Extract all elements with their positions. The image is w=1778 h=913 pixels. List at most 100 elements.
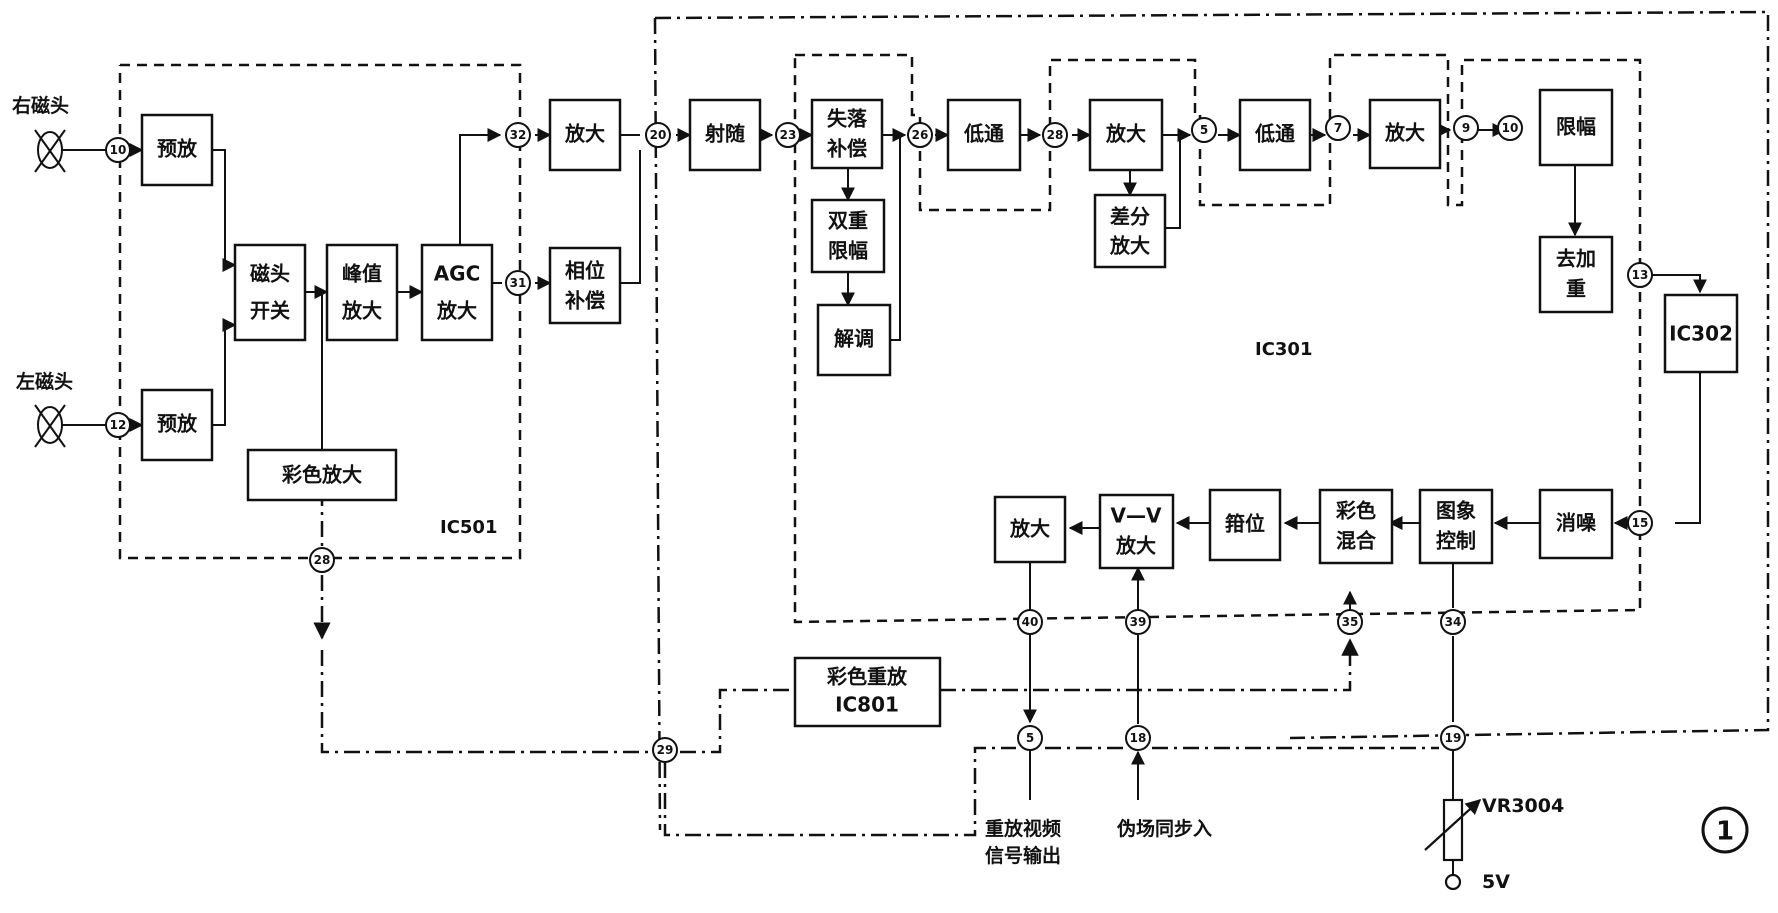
svg-text:13: 13 [1632,268,1649,282]
svg-text:放大: 放大 [1109,234,1150,258]
figure-number-badge: 1 [1701,806,1749,854]
svg-text:29: 29 [657,743,674,757]
svg-text:10: 10 [1502,121,1519,135]
svg-text:重: 重 [1566,277,1586,301]
svg-text:15: 15 [1632,516,1649,530]
svg-text:AGC: AGC [434,262,481,286]
ic302-block: IC302 [1663,293,1739,374]
svg-text:彩色重放: 彩色重放 [826,665,908,689]
svg-text:IC302: IC302 [1669,322,1733,346]
svg-text:35: 35 [1342,615,1359,629]
agc-amp-block: AGC 放大 [420,243,494,342]
noise-cancel-block: 消噪 [1538,488,1614,560]
left-head-icon [34,404,66,448]
svg-text:39: 39 [1130,615,1147,629]
variable-resistor-icon [1424,798,1482,862]
svg-text:34: 34 [1445,615,1462,629]
svg-text:双重: 双重 [828,209,868,233]
amp-top-block: 放大 [548,98,622,172]
pin-18: 18 [1125,725,1151,751]
svg-text:放大: 放大 [341,299,382,323]
pin-34: 34 [1440,609,1466,635]
ic501-label: IC501 [440,517,497,538]
svg-text:失落: 失落 [827,107,868,131]
svg-text:放大: 放大 [564,122,605,146]
svg-text:预放: 预放 [157,137,198,161]
svg-text:解调: 解调 [834,327,874,351]
color-playback-block: 彩色重放 IC801 [793,656,942,728]
svg-text:V—V: V—V [1111,504,1162,528]
deemphasis-block: 去加 重 [1538,235,1614,314]
svg-text:18: 18 [1130,731,1147,745]
svg-text:28: 28 [1047,128,1064,142]
amp-out-block: 放大 [993,495,1067,564]
left-head-label: 左磁头 [16,370,73,393]
clamp-block: 箝位 [1208,488,1282,562]
ic301-label: IC301 [1255,339,1312,360]
svg-text:预放: 预放 [157,412,198,436]
diff-amp-block: 差分 放大 [1093,193,1167,269]
svg-text:相位: 相位 [565,259,605,283]
color-path-4 [680,688,795,754]
pin-29: 29 [652,737,678,763]
pin-28-ic501: 28 [309,547,335,573]
svg-text:峰值: 峰值 [342,262,382,286]
pin-32: 32 [505,122,531,148]
svg-text:控制: 控制 [1436,529,1476,553]
svg-text:箝位: 箝位 [1225,512,1265,536]
right-head-icon [34,129,66,173]
lowpass1-block: 低通 [946,98,1022,172]
svg-text:放大: 放大 [1105,122,1146,146]
svg-text:放大: 放大 [1115,534,1156,558]
pseudo-sync-label: 伪场同步入 [1116,817,1212,840]
svg-text:28: 28 [314,553,331,567]
vr-label: VR3004 [1482,795,1564,817]
ic501-boundary [118,63,522,560]
preamp-right-block: 预放 [140,113,214,187]
svg-text:26: 26 [912,128,929,142]
svg-text:7: 7 [1334,121,1342,135]
pin-5-top: 5 [1191,117,1217,143]
svg-text:5: 5 [1026,731,1034,745]
pin-39: 39 [1125,609,1151,635]
amp-right-block: 放大 [1368,98,1442,170]
svg-text:12: 12 [110,418,127,432]
svg-text:补偿: 补偿 [826,137,867,161]
svg-text:射随: 射随 [704,122,745,146]
phase-comp-block: 相位 补偿 [548,246,622,325]
pin-35: 35 [1337,609,1363,635]
supply-terminal-icon [1444,873,1462,891]
signal-wires [62,123,1707,875]
color-path-6 [663,746,1016,837]
svg-text:磁头: 磁头 [250,262,290,286]
svg-text:差分: 差分 [1110,205,1150,229]
pin-13: 13 [1627,262,1653,288]
svg-text:1: 1 [1716,817,1734,847]
video-out-label-line1: 重放视频 [985,817,1061,840]
dropout-comp-block: 失落 补偿 [810,98,884,170]
svg-text:9: 9 [1462,121,1470,135]
vv-amp-block: V—V 放大 [1098,493,1175,570]
pin-10-left: 10 [105,137,131,163]
svg-text:32: 32 [510,128,527,142]
right-head-label: 右磁头 [11,94,69,117]
picture-ctrl-block: 图象 控制 [1418,488,1494,565]
svg-text:19: 19 [1445,731,1462,745]
demod-block: 解调 [816,303,892,377]
ic301-boundary [793,53,1642,624]
pin-40: 40 [1017,609,1043,635]
pin-9: 9 [1453,115,1479,141]
video-out-label-line2: 信号输出 [985,844,1061,867]
peak-amp-block: 峰值 放大 [325,243,399,342]
svg-text:补偿: 补偿 [564,289,605,313]
svg-text:40: 40 [1022,615,1039,629]
preamp-left-block: 预放 [140,388,214,462]
svg-text:去加: 去加 [1556,247,1596,271]
color-amp-block: 彩色放大 [246,448,398,502]
pin-10-right: 10 [1497,115,1523,141]
color-mix-block: 彩色 混合 [1318,488,1394,565]
svg-text:低通: 低通 [963,122,1004,146]
svg-text:开关: 开关 [250,299,290,323]
emitter-follower-block: 射随 [688,98,762,172]
